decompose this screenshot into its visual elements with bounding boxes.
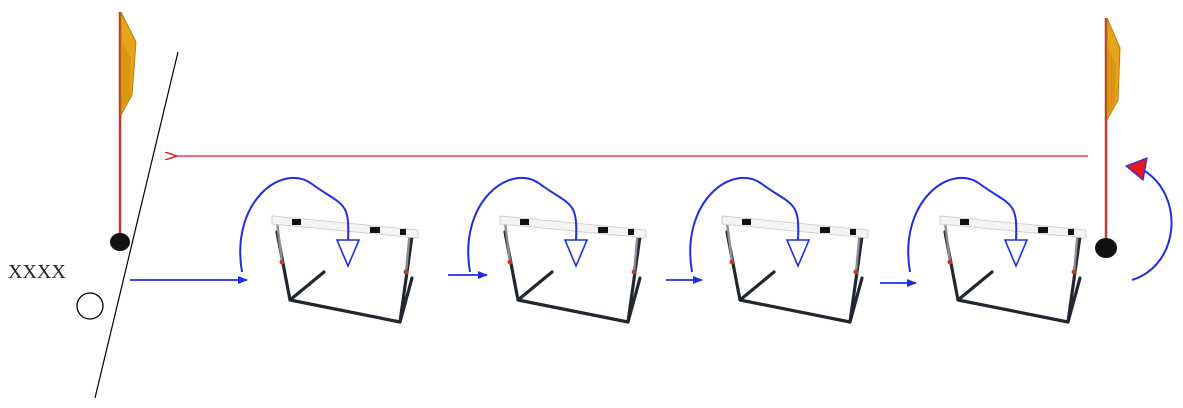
player-label: XXXX	[8, 260, 66, 284]
circle-marker-icon	[77, 293, 103, 319]
hurdle-icon	[722, 216, 868, 322]
run-arrows	[130, 275, 916, 283]
turnaround-arrow	[1126, 158, 1172, 280]
hurdle-icon	[940, 216, 1086, 322]
end-flag-icon	[1095, 18, 1120, 258]
hurdle-icon	[272, 216, 418, 322]
hurdle-icon	[500, 216, 646, 322]
start-line	[95, 52, 178, 398]
hurdles	[240, 178, 1086, 322]
start-flag-icon	[110, 12, 136, 251]
